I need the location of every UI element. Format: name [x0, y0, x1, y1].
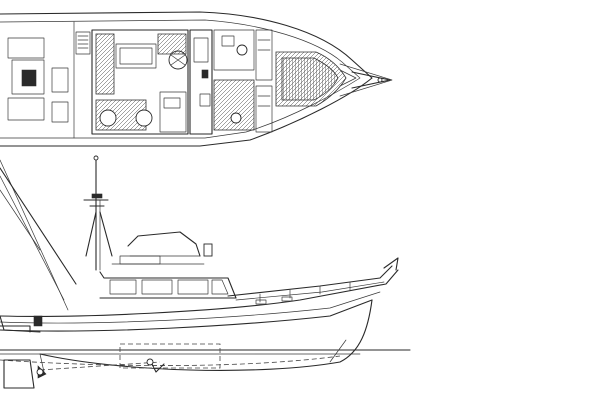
engine-dash	[119, 343, 221, 369]
plan-view	[0, 11, 393, 147]
bow-sprit	[351, 71, 391, 89]
hull-inner-line-plan	[0, 19, 361, 139]
head-compartment	[213, 29, 255, 71]
thru-hull	[146, 358, 154, 366]
galley-counter	[159, 91, 187, 133]
rub-rail	[0, 291, 381, 324]
toilet	[236, 44, 248, 56]
bow-rail	[227, 265, 393, 297]
portlight-2	[281, 296, 293, 302]
closet-lines	[257, 39, 271, 107]
window-2	[141, 279, 173, 295]
v-berth-grain	[281, 57, 339, 101]
rudder	[3, 359, 35, 389]
table	[119, 47, 153, 65]
closet-2	[255, 85, 273, 133]
aft-hatch	[7, 37, 45, 59]
anchor-locker	[339, 69, 357, 87]
dinette-seat-2	[135, 109, 153, 127]
outrigger-line	[0, 189, 41, 251]
aft-locker-2	[51, 101, 69, 123]
shaft	[39, 361, 161, 371]
keel-dash	[0, 355, 341, 366]
galley-sink	[163, 97, 181, 109]
steps	[77, 35, 89, 49]
outrigger-pole	[0, 167, 77, 285]
mast-light	[93, 155, 99, 161]
saloon-outline	[91, 29, 189, 135]
swivel-chair-detail	[170, 54, 186, 66]
aft-locker	[51, 67, 69, 93]
flybridge-box	[203, 243, 213, 257]
bulkhead	[189, 29, 213, 135]
stern	[0, 315, 41, 333]
helm-station	[193, 37, 209, 63]
saloon-hatching	[157, 33, 187, 55]
window-1	[109, 279, 137, 295]
portlight-1	[255, 299, 267, 305]
rail-stanchions	[259, 281, 351, 303]
companionway	[75, 31, 91, 55]
hull-underbody	[39, 299, 373, 371]
radar	[91, 193, 103, 199]
helm-box	[199, 93, 211, 107]
bow-rail-lower	[235, 281, 385, 301]
head-unit	[221, 35, 235, 47]
flybridge-top	[127, 231, 201, 257]
bow-fitting	[377, 77, 383, 83]
window-4	[211, 279, 229, 295]
swim-platform	[0, 325, 31, 333]
aft-hatch-3	[11, 59, 45, 95]
hull-outline-plan	[0, 11, 373, 147]
strut	[39, 353, 45, 373]
closet	[255, 29, 273, 81]
flybridge-seat	[119, 255, 161, 265]
sink-round	[230, 112, 242, 124]
stern-fitting	[33, 315, 43, 327]
forefoot	[329, 339, 347, 363]
hull-side	[0, 299, 373, 332]
prop-hub	[36, 368, 44, 376]
window-3	[177, 279, 209, 295]
helm-box-2	[201, 69, 209, 79]
dinette-seat-1	[99, 109, 117, 127]
boom	[85, 211, 113, 257]
bow-pulpit	[339, 63, 393, 97]
radar-arch	[83, 199, 109, 207]
settee-aft	[95, 33, 115, 95]
sheer-line	[0, 269, 399, 317]
aft-hatch-2	[7, 97, 45, 121]
cabin-house	[99, 271, 237, 299]
profile-view	[0, 155, 411, 389]
bow-pulpit-profile	[383, 257, 399, 271]
aft-seat	[21, 69, 37, 87]
settee-top	[115, 43, 157, 69]
